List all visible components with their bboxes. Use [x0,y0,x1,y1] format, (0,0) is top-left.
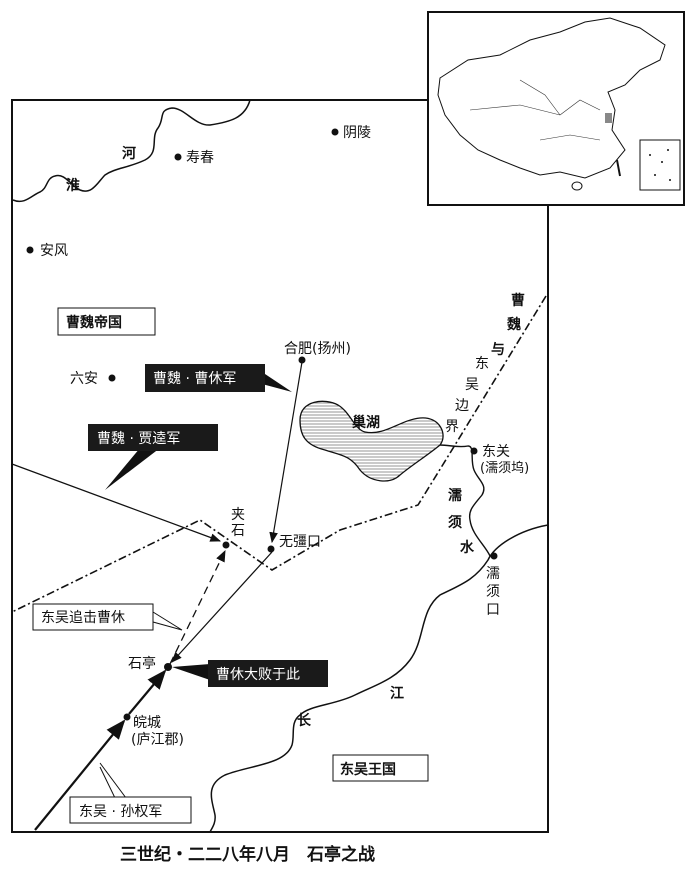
ruxukou-1: 濡 [486,566,500,582]
city-anfeng: 安风 [40,243,68,259]
defeat-label-box [208,660,328,687]
sunquan-army-label-box [69,796,192,824]
huai-river [12,99,251,203]
jiakui-route [11,463,222,542]
city-dot [470,447,478,455]
wei-wu-border [11,295,547,613]
ruxukou-2: 须 [486,584,500,600]
pursuit-label-box [32,603,154,631]
jiang-label: 江 [390,685,404,702]
border-label-3: 与 [491,342,505,358]
border-label-7: 界 [445,419,459,435]
city-dot [267,545,275,553]
caoxiu-route-1 [269,361,303,544]
city-dot [331,128,339,136]
sunquan-army-label: 东吴 · 孙权军 [79,804,162,820]
caoxiu-route-2 [171,551,273,663]
city-shouchun: 寿春 [186,149,214,166]
city-dot [222,541,230,549]
city-dot [123,713,131,721]
border-label-5: 吴 [465,377,479,393]
caoxiu-army-label-box [145,364,265,392]
jiakui-pointer [105,448,160,490]
region-wu: 东吴王国 [340,761,396,778]
chao-lake [299,400,444,482]
region-box [57,307,156,336]
city-luan: 六安 [70,371,98,387]
jiashi-1: 夹 [231,507,245,523]
city-lujiang: (庐江郡) [131,732,184,748]
caoxiu-pointer [262,372,292,392]
city-dot [490,552,498,560]
ruxushui-label-1: 濡 [448,487,462,504]
ruxu-river [439,444,491,557]
city-dot [164,663,172,671]
ruxukou-3: 口 [486,602,500,618]
city-hefei: 合肥(扬州) [284,341,351,357]
he-label: 河 [122,145,136,162]
city-dongguan: 东关 [482,444,510,460]
pursuit-route [169,549,226,665]
border-label-2: 魏 [506,316,521,333]
sunquan-route-2 [128,669,167,715]
jiakui-army-label: 曹魏 · 贾逵军 [97,431,180,447]
city-wancheng: 皖城 [133,715,161,731]
chaohu-label: 巢湖 [351,414,380,431]
chang-label: 长 [297,712,312,729]
city-ruxuwu: (濡须坞) [480,460,529,476]
city-dot [108,374,116,382]
border-label-1: 曹 [511,292,525,309]
huai-label: 淮 [66,177,80,194]
caoxiu-army-label: 曹魏 · 曹休军 [153,371,236,387]
pursuit-pointer [152,611,183,631]
region-wei: 曹魏帝国 [66,314,122,331]
region-box [332,754,429,782]
jiashi-2: 石 [231,523,245,539]
city-dot [26,246,34,254]
city-yinling: 阴陵 [343,125,371,141]
city-wujiangkou: 无彊口 [279,534,321,550]
defeat-label: 曹休大败于此 [216,667,300,683]
china-inset-map [427,11,685,206]
jiakui-army-label-box [88,424,218,451]
defeat-pointer [172,664,210,680]
map-frame [11,99,549,833]
ruxushui-label-3: 水 [460,539,475,556]
city-dot [298,356,306,364]
map-caption: 三世纪・二二八年八月 石亭之战 [120,844,375,865]
border-label-6: 边 [455,398,469,414]
sunquan-pointer [99,762,127,799]
ruxushui-label-2: 须 [448,515,462,531]
pursuit-label: 东吴追击曹休 [41,610,125,626]
city-shiting: 石亭 [128,655,156,672]
sunquan-route-1 [34,719,126,831]
border-label-4: 东 [475,356,489,372]
yangtze-river [209,524,549,833]
city-dot [174,153,182,161]
